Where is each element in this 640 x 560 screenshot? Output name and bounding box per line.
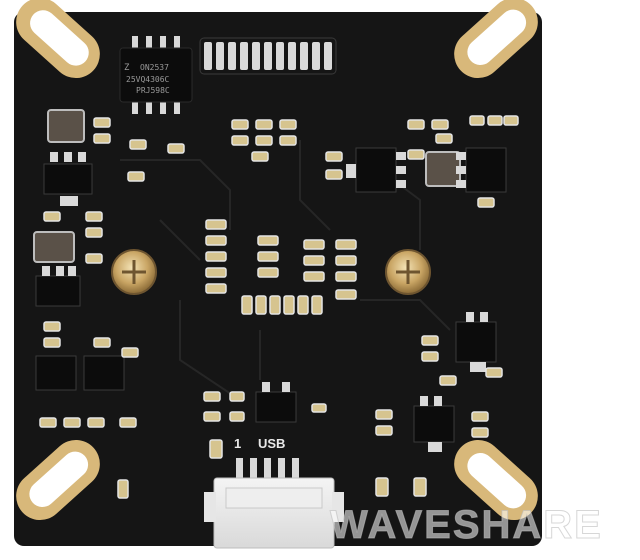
chip-line-3: PRJ598C (136, 86, 170, 95)
chip-line-2: 25VQ4306C (126, 75, 170, 84)
top-pad-row (199, 37, 337, 75)
watermark: WAVESHARE (330, 503, 603, 547)
mounting-hole-bottom-right (454, 439, 538, 521)
passive-components (39, 115, 519, 499)
mounting-hole-bottom-left (16, 439, 100, 521)
screw-right (385, 249, 431, 295)
regulator-chips (35, 147, 507, 452)
mounting-hole-top-left (16, 0, 100, 79)
flash-chip: ON2537 25VQ4306C PRJ598C Z (119, 36, 193, 114)
screw-left (111, 249, 157, 295)
crystal-components (33, 109, 461, 263)
mounting-hole-top-right (454, 0, 538, 79)
center-resistor-array (205, 219, 357, 315)
usb-label: USB (258, 436, 285, 451)
chip-line-1: ON2537 (140, 63, 169, 72)
svg-text:Z: Z (124, 63, 130, 73)
pin-one-label: 1 (234, 436, 241, 451)
usb-connector (204, 458, 344, 549)
board-traces (120, 140, 451, 401)
